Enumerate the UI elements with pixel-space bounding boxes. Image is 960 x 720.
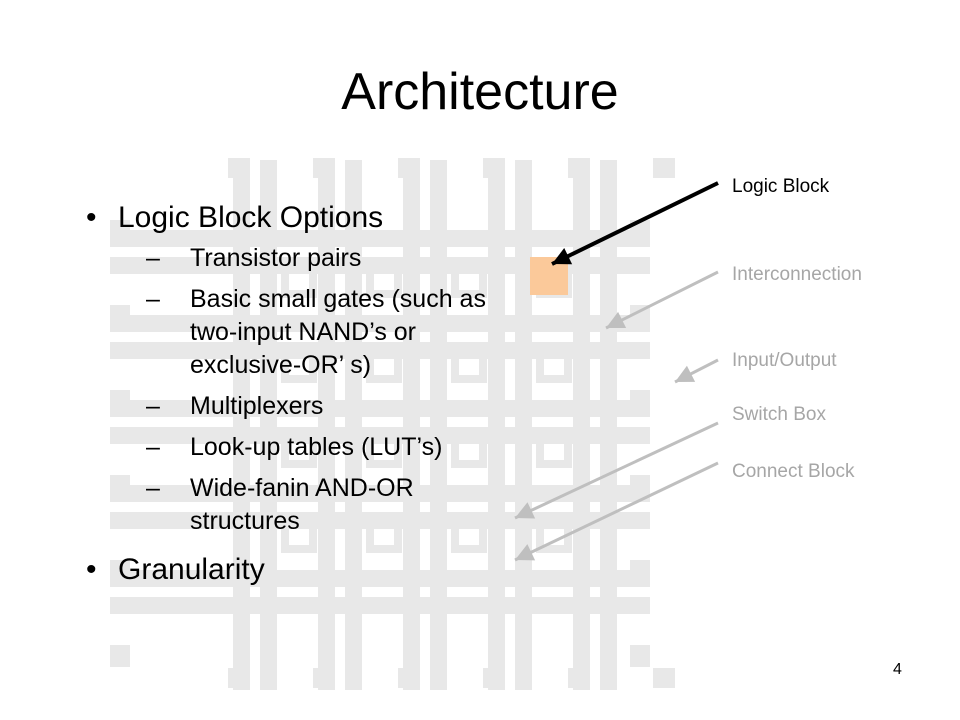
arrow-switch-box-head [515, 502, 536, 519]
routing-channel-horizontal [110, 485, 650, 502]
io-pad [653, 158, 675, 178]
io-pad [313, 668, 335, 688]
routing-channel-vertical [600, 160, 617, 690]
io-pad [398, 668, 420, 688]
io-pad [568, 158, 590, 178]
io-pad [110, 220, 130, 242]
arrow-interconnection-head [606, 311, 627, 328]
callout-switch-box: Switch Box [732, 404, 826, 425]
arrow-logic-block-head [552, 248, 573, 265]
io-pad [630, 645, 650, 667]
routing-channel-vertical [233, 160, 250, 690]
bullet-dot: • [86, 201, 97, 234]
sub-bullet-text: Wide-fanin AND-OR structures [190, 474, 414, 535]
logic-block-outline [281, 432, 317, 468]
sub-bullet-text: Basic small gates (such as two-input NAN… [190, 285, 486, 379]
io-pad [313, 158, 335, 178]
arrow-connect-block [514, 461, 719, 562]
bullet-dot: • [86, 553, 97, 586]
routing-channel-horizontal [110, 400, 650, 417]
routing-channel-horizontal [110, 230, 650, 247]
io-pad [110, 305, 130, 327]
page-number: 4 [893, 661, 902, 678]
io-pad [630, 390, 650, 412]
io-pad [110, 560, 130, 582]
logic-block-outline [366, 347, 402, 383]
logic-block-outline [536, 347, 572, 383]
io-pad [110, 390, 130, 412]
arrow-input-output-head [675, 365, 696, 382]
routing-channel-vertical [403, 160, 420, 690]
sub-bullet-look-up-tables: – Look-up tables (LUT’s) [146, 431, 520, 464]
logic-block-outline [366, 432, 402, 468]
slide-title: Architecture [341, 63, 619, 121]
io-pad [630, 305, 650, 327]
routing-channel-horizontal [110, 315, 650, 332]
sub-bullet-text: Look-up tables (LUT’s) [190, 433, 443, 461]
sub-bullet-wide-fanin: – Wide-fanin AND-OR structures [146, 472, 520, 538]
logic-block-outline [281, 347, 317, 383]
io-pad [568, 668, 590, 688]
routing-channel-vertical [488, 160, 505, 690]
sub-bullet-transistor-pairs: – Transistor pairs [146, 242, 520, 275]
bullet-text: Logic Block Options [118, 201, 384, 234]
routing-channel-vertical [318, 160, 335, 690]
sub-bullet-text: Transistor pairs [190, 244, 362, 272]
dash-glyph: – [146, 433, 160, 461]
arrow-switch-box [514, 421, 719, 520]
io-pad [110, 645, 130, 667]
io-pad [110, 475, 130, 497]
routing-channel-vertical [260, 160, 277, 690]
arrow-logic-block [551, 181, 719, 266]
sub-bullet-multiplexers: – Multiplexers [146, 390, 520, 423]
dash-glyph: – [146, 285, 160, 313]
logic-block-outline [281, 517, 317, 553]
logic-block-outline [451, 347, 487, 383]
callout-connect-block: Connect Block [732, 461, 855, 482]
io-pad [653, 668, 675, 688]
callout-input-output: Input/Output [732, 350, 837, 371]
io-pad [398, 158, 420, 178]
logic-block-outline [451, 517, 487, 553]
io-pad [630, 475, 650, 497]
dash-glyph: – [146, 474, 160, 502]
routing-channel-vertical [573, 160, 590, 690]
io-pad [228, 668, 250, 688]
dash-glyph: – [146, 244, 160, 272]
logic-block-outline [536, 432, 572, 468]
arrow-connect-block-head [515, 544, 536, 561]
io-pad [483, 158, 505, 178]
routing-channel-vertical [345, 160, 362, 690]
logic-block-outline [366, 262, 402, 298]
io-pad [630, 560, 650, 582]
callout-interconnection: Interconnection [732, 264, 862, 285]
sub-bullet-basic-small-gates: – Basic small gates (such as two-input N… [146, 283, 520, 382]
routing-channel-vertical [430, 160, 447, 690]
routing-channel-horizontal [110, 570, 650, 587]
dash-glyph: – [146, 392, 160, 420]
logic-block-outline [366, 517, 402, 553]
callout-logic-block: Logic Block [732, 176, 830, 197]
sub-bullet-text: Multiplexers [190, 392, 324, 420]
logic-block-outline [281, 262, 317, 298]
logic-block-outline [451, 432, 487, 468]
io-pad [228, 158, 250, 178]
bullet-text: Granularity [118, 553, 265, 586]
sub-bullet-list: – Transistor pairs – Basic small gates (… [118, 242, 520, 538]
bullet-granularity: • Granularity [80, 548, 520, 592]
io-pad [483, 668, 505, 688]
bullet-list: • Logic Block Options – Transistor pairs… [80, 196, 520, 598]
logic-block-outline [451, 262, 487, 298]
bullet-logic-block-options: • Logic Block Options – Transistor pairs… [80, 196, 520, 538]
arrow-interconnection [605, 270, 719, 330]
routing-channel-horizontal [110, 597, 650, 614]
